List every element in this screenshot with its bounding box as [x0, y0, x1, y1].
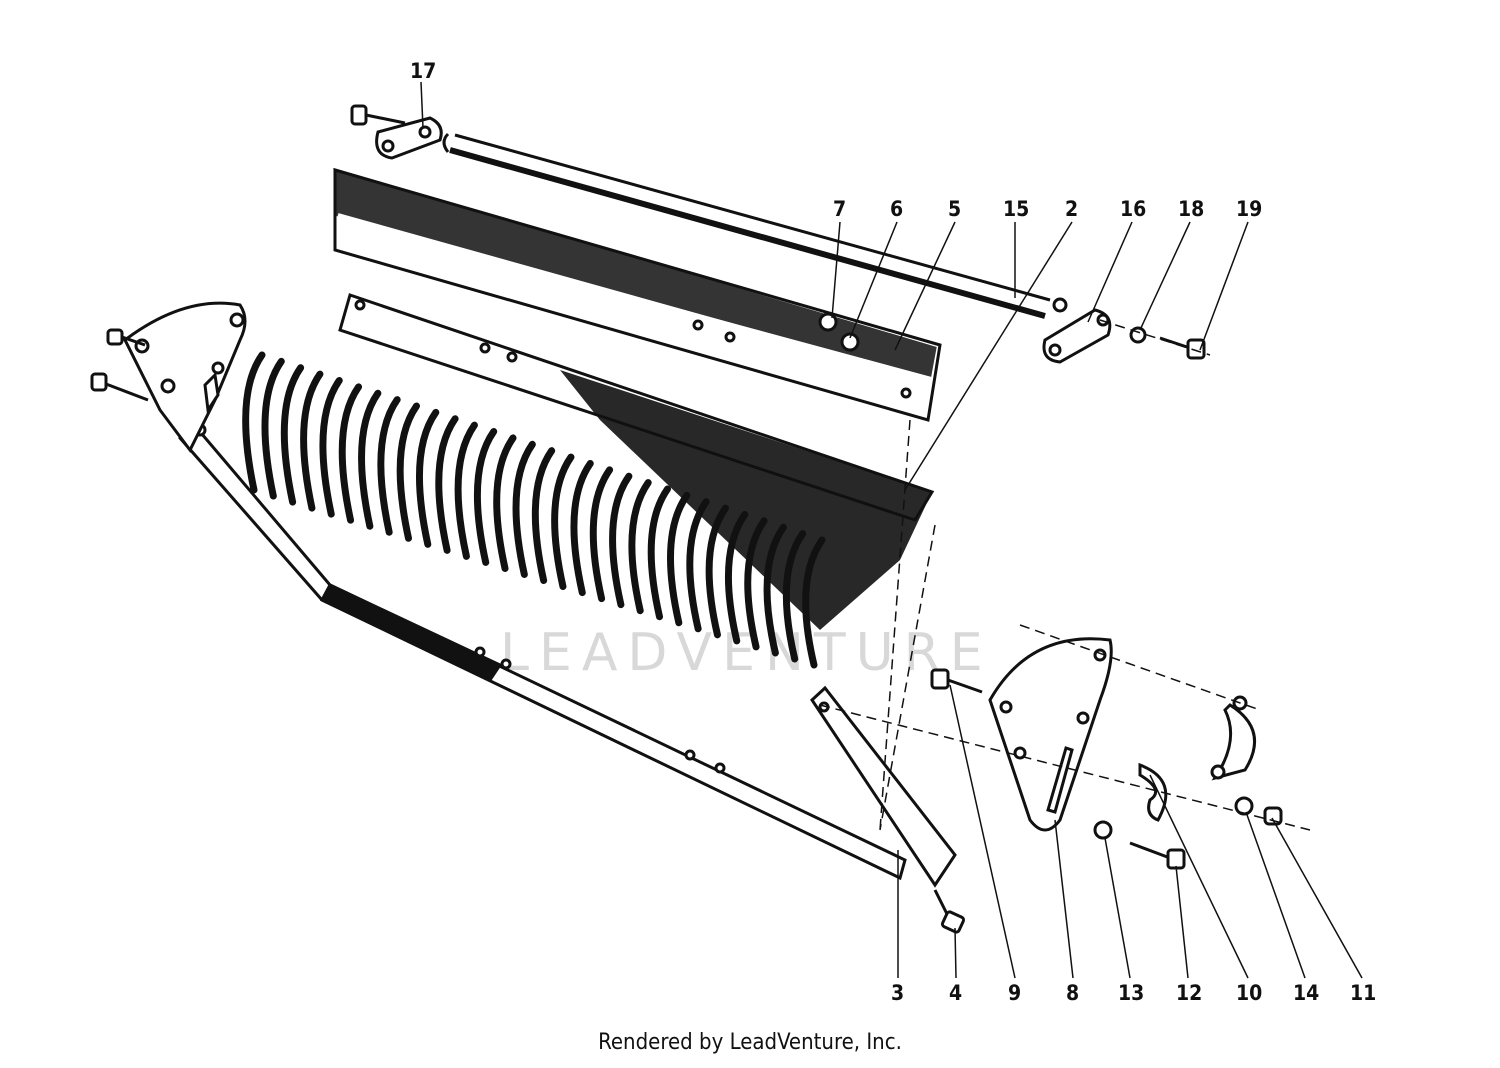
tine	[396, 402, 420, 542]
clamp-10	[1138, 695, 1257, 822]
tine	[338, 383, 363, 524]
tine	[319, 377, 343, 518]
alignment-lines	[819, 319, 1311, 831]
tine	[261, 357, 285, 500]
callout-14: 14	[1293, 981, 1319, 1005]
lower-frame	[178, 417, 907, 881]
bolts-left	[90, 328, 149, 402]
tine	[358, 389, 382, 530]
callout-2: 2	[1065, 197, 1078, 221]
tine	[280, 364, 305, 506]
callout-10: 10	[1236, 981, 1262, 1005]
callout-labels: 17 7 6 5 15 2 16 18 19 3 4 9 8 13 12 10 …	[410, 59, 1376, 1005]
hardware-right	[1093, 796, 1283, 870]
tine	[377, 396, 401, 536]
callout-16: 16	[1120, 197, 1146, 221]
tine	[763, 523, 787, 657]
bolt-17	[350, 104, 406, 126]
bolt-9	[930, 668, 983, 694]
tine	[802, 536, 826, 669]
tine	[512, 440, 536, 578]
tine	[782, 530, 807, 663]
tie-rod	[442, 132, 1051, 319]
callout-3: 3	[891, 981, 904, 1005]
tine	[415, 408, 440, 548]
tine	[628, 479, 652, 615]
tine	[551, 453, 575, 591]
callout-9: 9	[1008, 981, 1021, 1005]
tine	[435, 415, 459, 554]
callout-19: 19	[1236, 197, 1262, 221]
tine	[705, 504, 729, 639]
tine	[300, 370, 324, 512]
callout-13: 13	[1118, 981, 1144, 1005]
support-arm	[810, 685, 957, 888]
tine	[454, 421, 478, 560]
leader-lines	[420, 81, 1363, 979]
callout-18: 18	[1178, 197, 1204, 221]
tine	[493, 434, 517, 572]
callout-11: 11	[1350, 981, 1376, 1005]
tines	[242, 351, 826, 669]
footer-credit: Rendered by LeadVenture, Inc.	[598, 1030, 902, 1055]
callout-8: 8	[1066, 981, 1079, 1005]
tine	[531, 447, 556, 585]
bolt-4	[933, 889, 966, 934]
tine	[473, 428, 498, 566]
callout-17: 17	[410, 59, 436, 83]
callout-7: 7	[833, 197, 846, 221]
tine-bar	[333, 167, 942, 422]
callout-5: 5	[948, 197, 961, 221]
rod-end-bracket	[375, 116, 443, 160]
tine	[647, 485, 672, 621]
callout-12: 12	[1176, 981, 1202, 1005]
hardware-top-right	[818, 297, 1206, 364]
tine	[242, 351, 266, 494]
tine	[666, 491, 691, 627]
callout-6: 6	[890, 197, 903, 221]
right-side-plate	[988, 637, 1113, 832]
tine-plate-shadow	[560, 370, 932, 630]
tine	[570, 459, 594, 597]
callout-15: 15	[1003, 197, 1029, 221]
tine	[609, 472, 633, 609]
tine	[686, 498, 710, 633]
left-side-plate	[123, 301, 247, 453]
tine	[589, 466, 614, 603]
watermark: LEADVENTURE	[500, 623, 993, 683]
callout-4: 4	[949, 981, 962, 1005]
tine	[744, 517, 768, 651]
tine	[724, 510, 749, 645]
